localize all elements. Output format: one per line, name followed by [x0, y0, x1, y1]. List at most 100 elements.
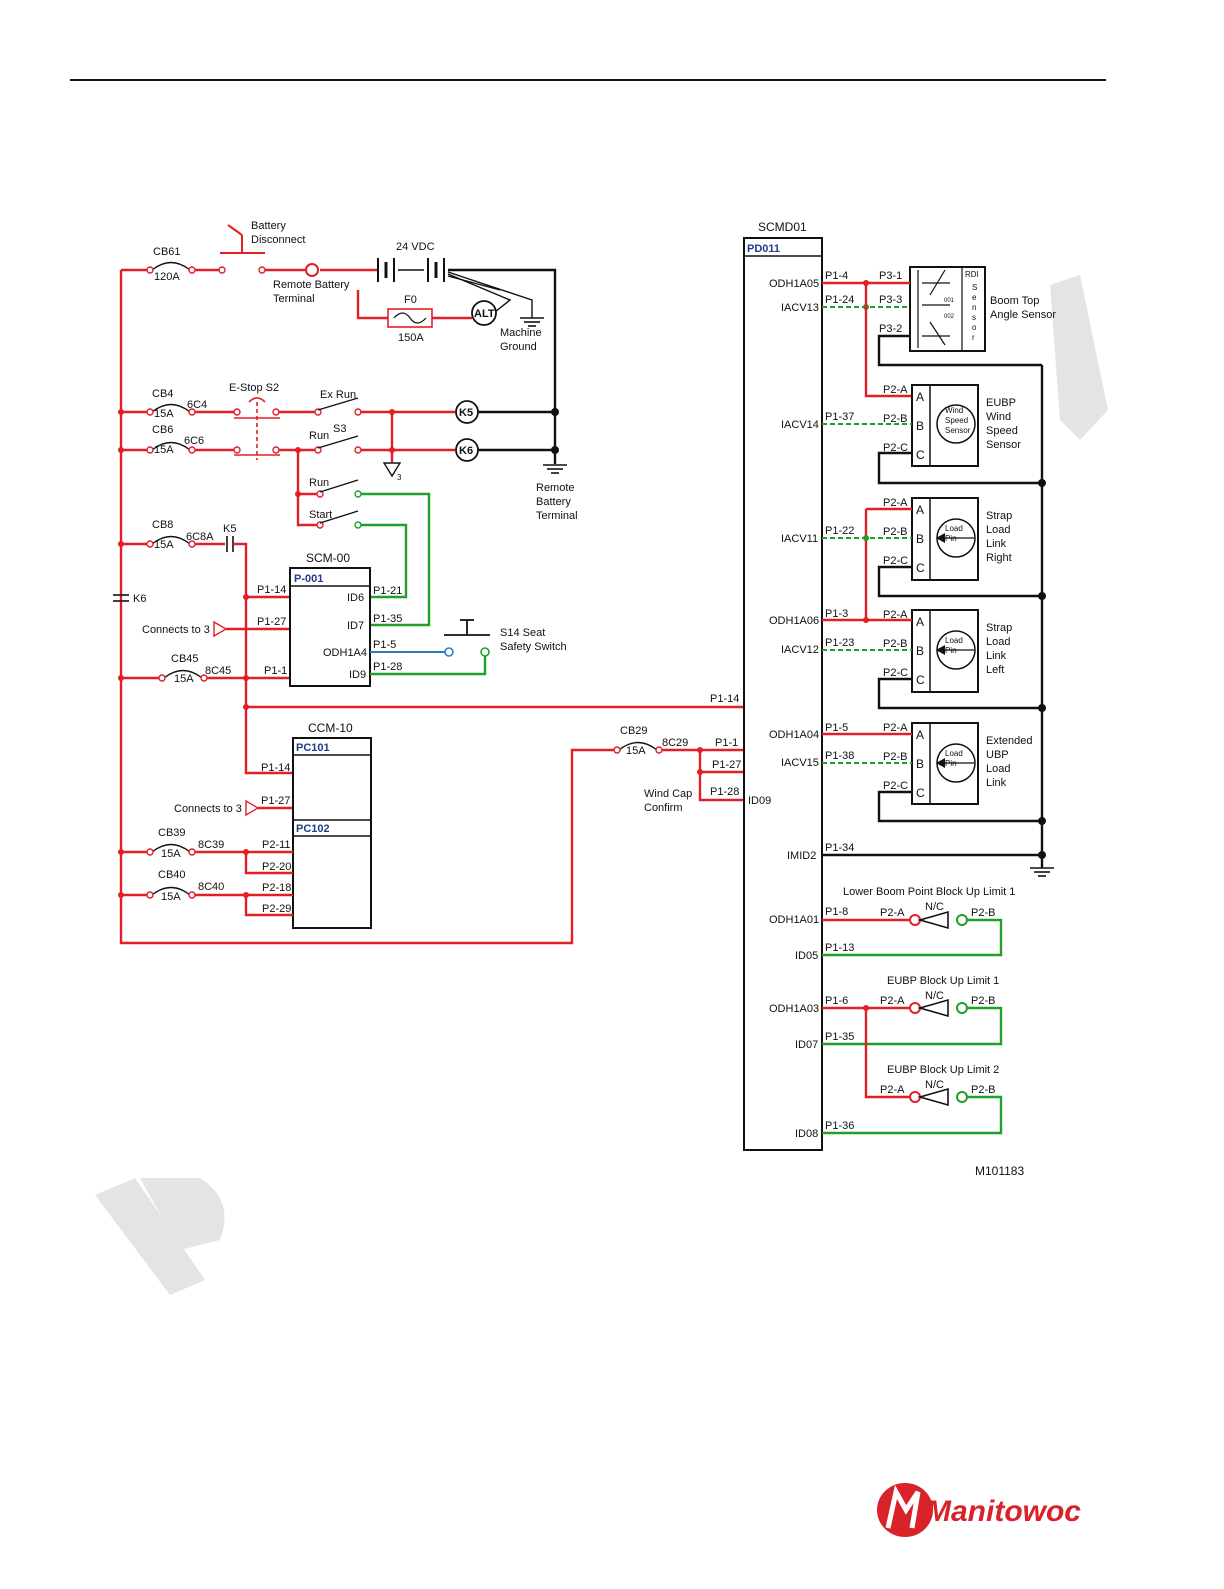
battery-24vdc [377, 258, 445, 282]
s2-letter-c: C [916, 561, 925, 575]
cb39-label: CB39 [158, 827, 186, 839]
connects-to-3-b: Connects to 3 [174, 803, 242, 815]
run-s3-label: Run [309, 430, 329, 442]
start-label: Start [309, 509, 332, 521]
cb4-rating: 15A [154, 408, 174, 420]
limit-1-pa: P2-A [880, 907, 905, 919]
p1-1-label: P1-1 [715, 737, 738, 749]
wire-8c40: 8C40 [198, 881, 224, 893]
limit-1-nc: N/C [925, 901, 944, 913]
scmd-port-5: ODH1A06 [769, 615, 819, 627]
run-switch-2 [316, 479, 362, 498]
limit-2-pa: P2-A [880, 995, 905, 1007]
k6-label: K6 [459, 445, 473, 457]
scmd-port-13: ID07 [795, 1039, 818, 1051]
run2-label: Run [309, 477, 329, 489]
scmd-pin-11: P1-13 [825, 942, 854, 954]
s2-letter-b: B [916, 532, 924, 546]
scm-00-box [289, 567, 371, 687]
fuse-rating: 150A [398, 332, 424, 344]
k6-contact [113, 594, 129, 602]
limit-2-title: EUBP Block Up Limit 1 [887, 975, 999, 987]
e-stop-s2 [233, 397, 280, 460]
imid2-ground-symbol [1030, 867, 1054, 877]
s3-label: S3 [333, 423, 346, 435]
s3-letter-a: A [916, 615, 924, 629]
remote-battery-ground-symbol [543, 464, 567, 474]
scm-port-3: ODH1A4 [323, 647, 367, 659]
scmd-port-11: ID05 [795, 950, 818, 962]
s1-pin-3: P2-C [883, 442, 908, 454]
limit-1-title: Lower Boom Point Block Up Limit 1 [843, 886, 1015, 898]
cb40-label: CB40 [158, 869, 186, 881]
s3-pin-2: P2-B [883, 638, 907, 650]
wire-6c8a: 6C8A [186, 531, 214, 543]
scmd-port-8: IACV15 [781, 757, 819, 769]
ccm-pin-6: P2-29 [262, 903, 291, 915]
rdi-boom-top-angle-sensor [909, 266, 986, 352]
limit-1-pb: P2-B [971, 907, 995, 919]
cb40-rating: 15A [161, 891, 181, 903]
s3-pin-1: P2-A [883, 609, 908, 621]
s4-letter-b: B [916, 757, 924, 771]
wire-8c39: 8C39 [198, 839, 224, 851]
s1-letter-c: C [916, 448, 925, 462]
s1-letter-a: A [916, 390, 924, 404]
scmd-port-3: IACV14 [781, 419, 819, 431]
s3-letter-b: B [916, 644, 924, 658]
scmd-port-14: ID08 [795, 1128, 818, 1140]
limit-switch-2 [822, 998, 1003, 1046]
s4-pin-2: P2-B [883, 751, 907, 763]
wire-6c4: 6C4 [187, 399, 207, 411]
ccm-pin-1: P1-14 [261, 762, 290, 774]
alternator [471, 300, 497, 326]
s14-seat-switch [444, 619, 490, 657]
limit-3-title: EUBP Block Up Limit 2 [887, 1064, 999, 1076]
scmd-pin-13: P1-35 [825, 1031, 854, 1043]
cb8-label: CB8 [152, 519, 173, 531]
s3-pin-3: P2-C [883, 667, 908, 679]
scmd-pin-2: P1-24 [825, 294, 854, 306]
s4-pin-3: P2-C [883, 780, 908, 792]
scmd01-box [743, 237, 823, 1151]
wire-8c45: 8C45 [205, 665, 231, 677]
scm-port-4: ID9 [349, 669, 366, 681]
p1-28-label: P1-28 [710, 786, 739, 798]
scm-port-1: ID6 [347, 592, 364, 604]
ccm-pin-4: P2-20 [262, 861, 291, 873]
cb61-label: CB61 [153, 246, 181, 258]
vdc-label: 24 VDC [396, 241, 435, 253]
rdi-label: RDI [965, 270, 979, 279]
scm-pin-right-3: P1-5 [373, 639, 396, 651]
s2-pin-1: P2-A [883, 497, 908, 509]
k5-contact-label: K5 [223, 523, 236, 535]
cb61-breaker [151, 261, 191, 271]
start-switch [316, 510, 362, 529]
scm-pin-left-2: P1-27 [257, 616, 286, 628]
ccm-pin-2: P1-27 [261, 795, 290, 807]
limit-2-nc: N/C [925, 990, 944, 1002]
rdi-o2: 002 [944, 314, 955, 320]
ground-3-symbol [382, 462, 402, 478]
s2-pin-3: P2-C [883, 555, 908, 567]
scm-pin-right-1: P1-21 [373, 585, 402, 597]
fuse-label: F0 [404, 294, 417, 306]
alt-label: ALT [474, 308, 495, 320]
s4-letter-a: A [916, 728, 924, 742]
limit-3-nc: N/C [925, 1079, 944, 1091]
s3-letter-c: C [916, 673, 925, 687]
s1-letter-b: B [916, 419, 924, 433]
battery-disconnect-switch [218, 224, 266, 274]
cb61-rating: 120A [154, 271, 180, 283]
scmd-port-9: IMID2 [787, 850, 816, 862]
k5-contact [226, 536, 234, 552]
cb45-rating: 15A [174, 673, 194, 685]
